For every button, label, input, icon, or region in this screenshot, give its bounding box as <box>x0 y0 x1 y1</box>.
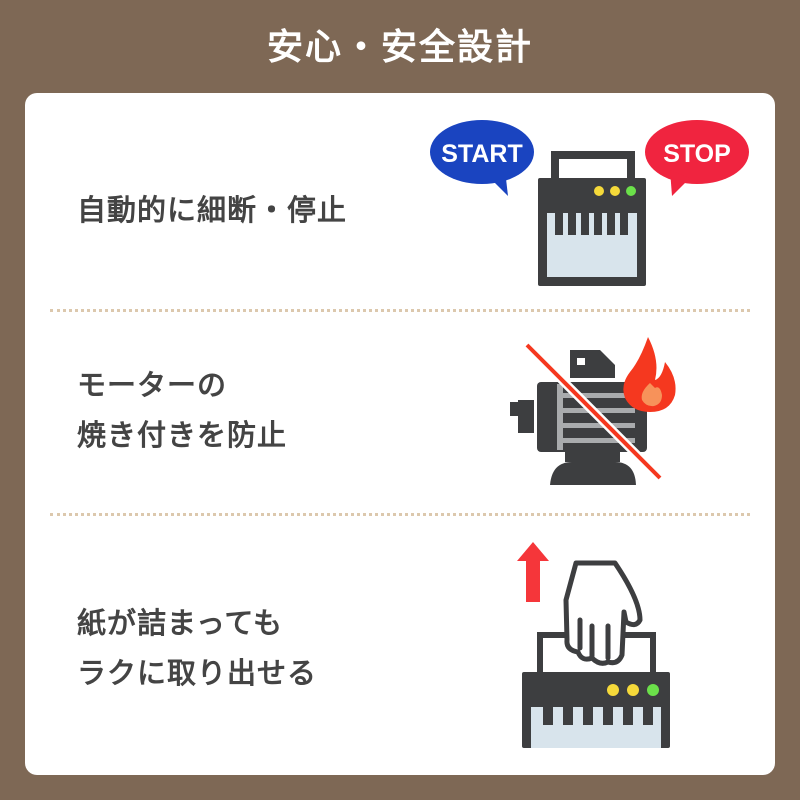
divider <box>50 309 750 312</box>
feature-line: 焼き付きを防止 <box>77 418 288 452</box>
feature-line: 自動的に細断・停止 <box>77 193 348 227</box>
feature-jam-text: 紙が詰まっても ラクに取り出せる <box>77 598 317 698</box>
divider <box>50 513 750 516</box>
feature-line: 紙が詰まっても <box>77 606 283 640</box>
feature-line: モーターの <box>77 368 228 402</box>
feature-auto-stop-text: 自動的に細断・停止 <box>77 185 347 235</box>
page-title: 安心・安全設計 <box>266 27 533 68</box>
feature-motor-text: モーターの 焼き付きを防止 <box>77 360 287 460</box>
feature-card: 自動的に細断・停止 モーターの 焼き付きを防止 紙が詰まっても ラクに取り出せる <box>25 93 775 775</box>
feature-line: ラクに取り出せる <box>77 656 318 690</box>
